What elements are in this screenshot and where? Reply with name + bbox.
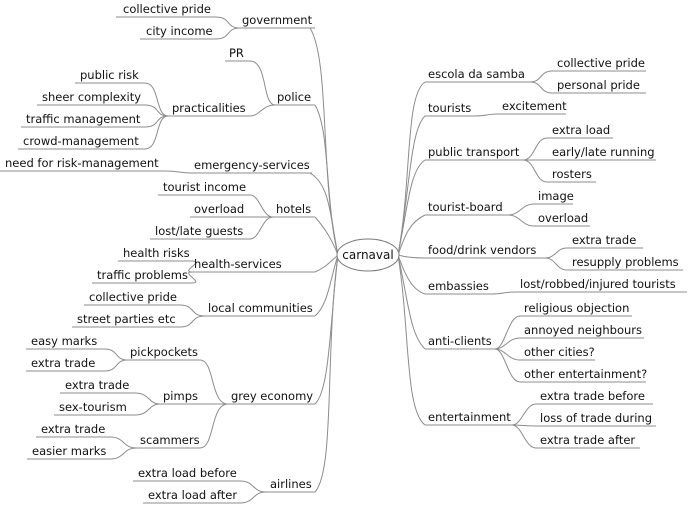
node-tourists[interactable]: tourists	[428, 101, 471, 115]
left-branches: government collective pride city income …	[5, 2, 313, 502]
node-vendors-extra-trade[interactable]: extra trade	[572, 233, 636, 247]
node-annoyed-neighbours[interactable]: annoyed neighbours	[524, 323, 642, 337]
node-easier-marks[interactable]: easier marks	[32, 444, 106, 458]
node-excitement[interactable]: excitement	[502, 99, 567, 113]
node-pimps-extra-trade[interactable]: extra trade	[65, 378, 129, 392]
node-government[interactable]: government	[242, 13, 313, 27]
node-extra-trade-before[interactable]: extra trade before	[540, 389, 645, 403]
node-scammers-extra-trade[interactable]: extra trade	[41, 422, 105, 436]
node-sheer-complexity[interactable]: sheer complexity	[42, 90, 141, 104]
node-government-collective-pride[interactable]: collective pride	[123, 2, 211, 16]
node-health-risks[interactable]: health risks	[123, 246, 190, 260]
node-hotels-overload[interactable]: overload	[194, 202, 244, 216]
node-traffic-management[interactable]: traffic management	[26, 112, 141, 126]
node-tourist-board[interactable]: tourist-board	[428, 200, 503, 214]
node-underlines	[0, 16, 687, 504]
node-pimps[interactable]: pimps	[163, 389, 198, 403]
node-rosters[interactable]: rosters	[552, 167, 592, 181]
node-lost-late-guests[interactable]: lost/late guests	[155, 224, 243, 238]
node-practicalities[interactable]: practicalities	[172, 101, 246, 115]
node-need-for-risk-management[interactable]: need for risk-management	[5, 156, 159, 170]
node-public-transport[interactable]: public transport	[428, 145, 520, 159]
node-anti-clients[interactable]: anti-clients	[428, 334, 492, 348]
node-police[interactable]: police	[277, 90, 311, 104]
node-extra-trade-after[interactable]: extra trade after	[540, 433, 635, 447]
node-early-late-running[interactable]: early/late running	[552, 145, 655, 159]
node-escola-collective-pride[interactable]: collective pride	[557, 56, 645, 70]
node-airlines[interactable]: airlines	[270, 477, 312, 491]
node-pickpockets-extra-trade[interactable]: extra trade	[31, 356, 95, 370]
node-scammers[interactable]: scammers	[140, 433, 200, 447]
node-other-cities[interactable]: other cities?	[524, 345, 595, 359]
node-food-drink-vendors[interactable]: food/drink vendors	[428, 243, 536, 257]
node-extra-load[interactable]: extra load	[552, 123, 610, 137]
node-loss-of-trade-during[interactable]: loss of trade during	[540, 411, 652, 425]
node-police-pr[interactable]: PR	[229, 46, 244, 60]
branch-connectors	[104, 16, 568, 504]
node-tourist-income[interactable]: tourist income	[163, 180, 246, 194]
node-traffic-problems[interactable]: traffic problems	[97, 268, 188, 282]
node-tourist-board-overload[interactable]: overload	[538, 211, 588, 225]
center-node[interactable]: carnaval	[336, 238, 400, 272]
node-hotels[interactable]: hotels	[276, 202, 311, 216]
node-other-entertainment[interactable]: other entertainment?	[524, 367, 647, 381]
node-grey-economy[interactable]: grey economy	[231, 389, 313, 403]
node-crowd-management[interactable]: crowd-management	[23, 134, 139, 148]
node-local-communities[interactable]: local communities	[208, 301, 313, 315]
center-label: carnaval	[342, 248, 393, 262]
node-image[interactable]: image	[538, 189, 574, 203]
node-embassies[interactable]: embassies	[428, 279, 489, 293]
node-personal-pride[interactable]: personal pride	[557, 78, 640, 92]
node-public-risk[interactable]: public risk	[80, 68, 139, 82]
node-religious-objection[interactable]: religious objection	[524, 301, 629, 315]
right-branches: escola da samba collective pride persona…	[428, 56, 679, 447]
node-emergency-services[interactable]: emergency-services	[194, 158, 310, 172]
node-sex-tourism[interactable]: sex-tourism	[59, 400, 127, 414]
node-health-services[interactable]: health-services	[194, 257, 282, 271]
node-pickpockets[interactable]: pickpockets	[130, 345, 198, 359]
node-lost-robbed-injured[interactable]: lost/robbed/injured tourists	[520, 277, 676, 291]
node-extra-load-after[interactable]: extra load after	[148, 488, 237, 502]
node-street-parties[interactable]: street parties etc	[77, 312, 176, 326]
node-resupply-problems[interactable]: resupply problems	[572, 255, 679, 269]
node-easy-marks[interactable]: easy marks	[31, 334, 97, 348]
node-entertainment[interactable]: entertainment	[428, 410, 511, 424]
node-escola-da-samba[interactable]: escola da samba	[428, 67, 525, 81]
node-local-collective-pride[interactable]: collective pride	[89, 290, 177, 304]
node-government-city-income[interactable]: city income	[146, 24, 213, 38]
node-extra-load-before[interactable]: extra load before	[138, 466, 237, 480]
